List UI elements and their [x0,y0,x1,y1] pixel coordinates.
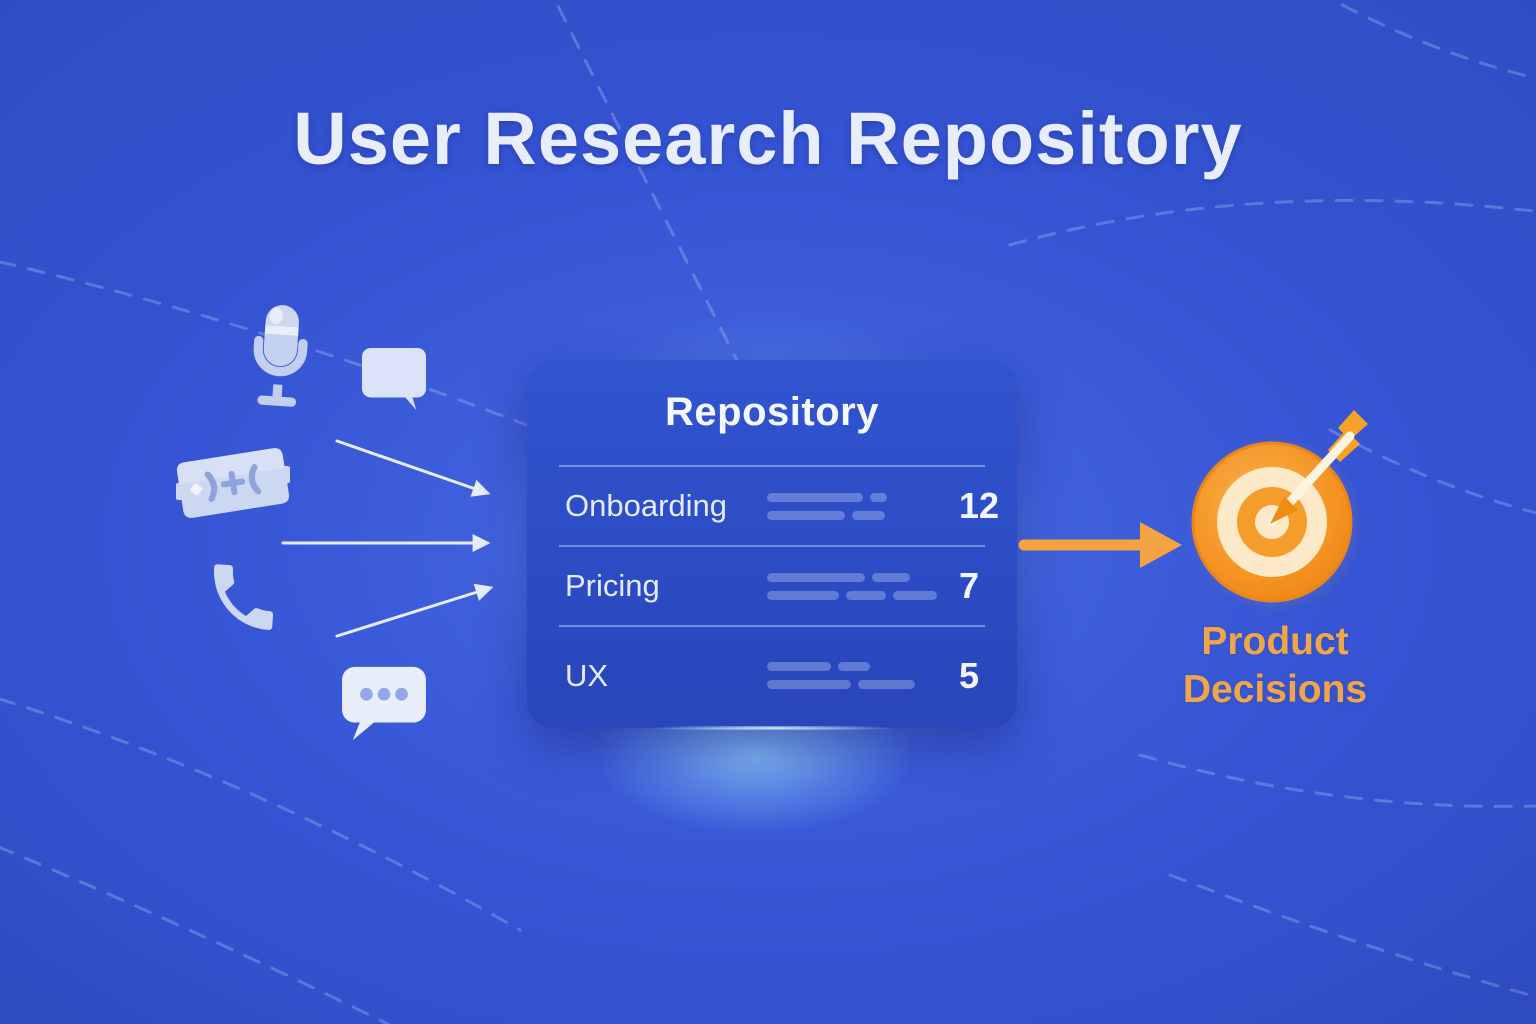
row-label: UX [565,657,609,693]
phone-icon [214,564,274,631]
row-label: Onboarding [565,488,728,523]
outcome-label: Product Decisions [1182,620,1368,711]
skeleton-bar [838,662,870,671]
skeleton-bar [870,492,887,502]
chat-dots-icon [342,666,426,741]
skeleton-bar [872,572,910,582]
skeleton-bar [767,590,839,600]
row-label: Pricing [565,568,660,603]
skeleton-bar [767,492,863,502]
ticket-icon [176,448,290,518]
microphone-icon [253,305,308,407]
skeleton-bar [858,680,915,689]
row-count: 7 [959,565,980,606]
repository-card-header: Repository [559,360,985,467]
row-count: 12 [959,485,1000,526]
page-title: User Research Repository [293,97,1243,180]
skeleton-bar [767,572,865,582]
skeleton-bar [767,680,851,689]
row-count: 5 [959,654,980,696]
flow-arrow-bottom [335,583,494,638]
skeleton-bar [852,510,885,520]
repository-card: Repository Onboarding 12 Pricing 7 UX [527,360,1017,730]
repository-row-onboarding: Onboarding 12 [559,467,999,547]
target-icon [1191,410,1368,603]
skeleton-bar [846,590,886,600]
skeleton-bar [767,662,831,671]
repository-row-ux: UX 5 [559,627,985,724]
skeleton-text-bars [767,662,959,689]
outcome-arrow [1018,522,1182,568]
skeleton-text-bars [767,492,959,520]
dart [1267,410,1368,527]
repository-card-title: Repository [665,390,879,434]
speech-bubble-icon [361,347,427,411]
skeleton-bar [893,590,937,600]
flow-arrow-top [335,439,491,497]
skeleton-bar [767,510,845,520]
repository-row-pricing: Pricing 7 [559,547,985,627]
skeleton-text-bars [767,572,959,600]
